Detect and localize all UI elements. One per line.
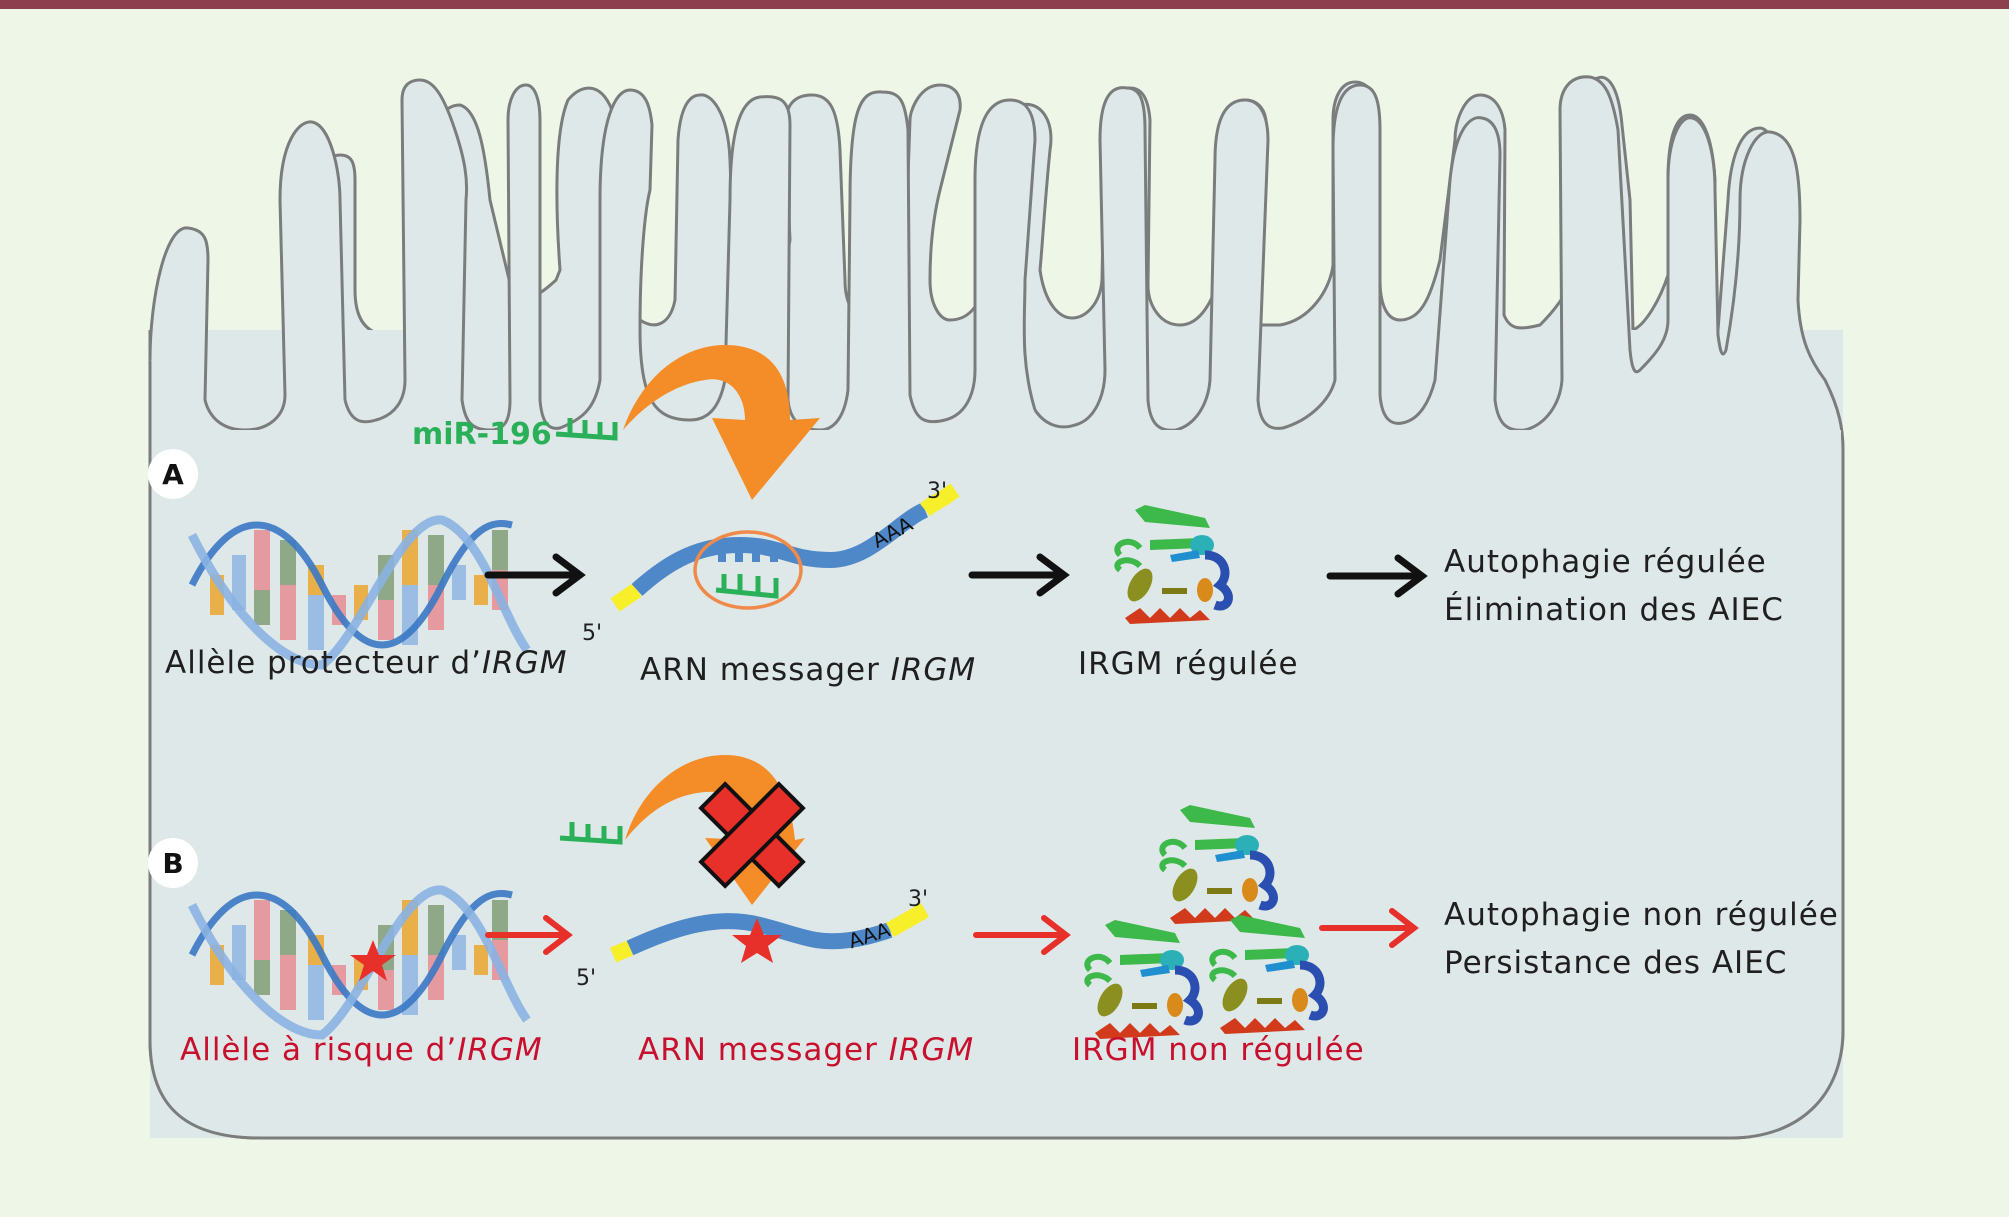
dna-label-a: Allèle protecteur d’IRGM	[165, 645, 567, 681]
arrow-protein-to-outcome-a	[1326, 554, 1428, 598]
mutation-star-mrna-icon	[732, 918, 782, 963]
mrna-3prime-a: 3'	[927, 479, 947, 504]
mrna-3prime-b: 3'	[908, 887, 928, 912]
panel-a-badge	[148, 449, 198, 499]
cytoplasm	[150, 330, 1843, 1138]
mrna-5prime-a: 5'	[582, 621, 602, 646]
panel-a: A miR-196 Allèle protecteur d’IRGM AAA 3…	[148, 345, 1784, 688]
arrow-mrna-to-protein-b	[973, 915, 1071, 955]
panel-b-badge	[148, 838, 198, 888]
mirna-label: miR-196	[412, 417, 552, 452]
mrna-a-icon: AAA 3' 5'	[582, 479, 960, 646]
outcome-b-line2: Persistance des AIEC	[1444, 945, 1787, 981]
outcome-b-line1: Autophagie non régulée	[1444, 897, 1839, 933]
header-bar	[0, 0, 2009, 9]
arrow-mrna-to-protein-a	[968, 553, 1070, 597]
dna-label-b: Allèle à risque d’IRGM	[180, 1032, 543, 1068]
binding-site-circle	[693, 530, 803, 610]
mrna-b-icon: AAA 3' 5'	[576, 887, 929, 991]
mirna-binding-arrow-icon	[623, 345, 820, 500]
protein-label-b: IRGM non régulée	[1072, 1032, 1365, 1068]
arrow-protein-to-outcome-b	[1319, 908, 1419, 948]
panel-b-badge-label: B	[162, 847, 183, 880]
mrna-5prime-b: 5'	[576, 966, 596, 991]
panel-b: B Allèle à risque d’IRGM AAA 3' 5'	[148, 755, 1839, 1068]
protein-label-a: IRGM régulée	[1078, 646, 1299, 682]
panel-a-badge-label: A	[162, 458, 184, 491]
mrna-label-a: ARN messager IRGM	[640, 652, 976, 688]
arrow-dna-to-mrna-a	[484, 553, 586, 597]
mirna-strand-icon	[555, 418, 618, 441]
mutation-star-dna-icon	[350, 940, 396, 981]
arrow-dna-to-mrna-b	[485, 915, 573, 955]
outcome-a-line2: Élimination des AIEC	[1444, 592, 1784, 628]
mirna-strand-b-icon	[559, 822, 623, 845]
outcome-a-line1: Autophagie régulée	[1444, 544, 1767, 580]
block-cross-icon	[698, 781, 806, 889]
microvilli	[148, 75, 1845, 451]
mrna-label-b: ARN messager IRGM	[638, 1032, 974, 1068]
